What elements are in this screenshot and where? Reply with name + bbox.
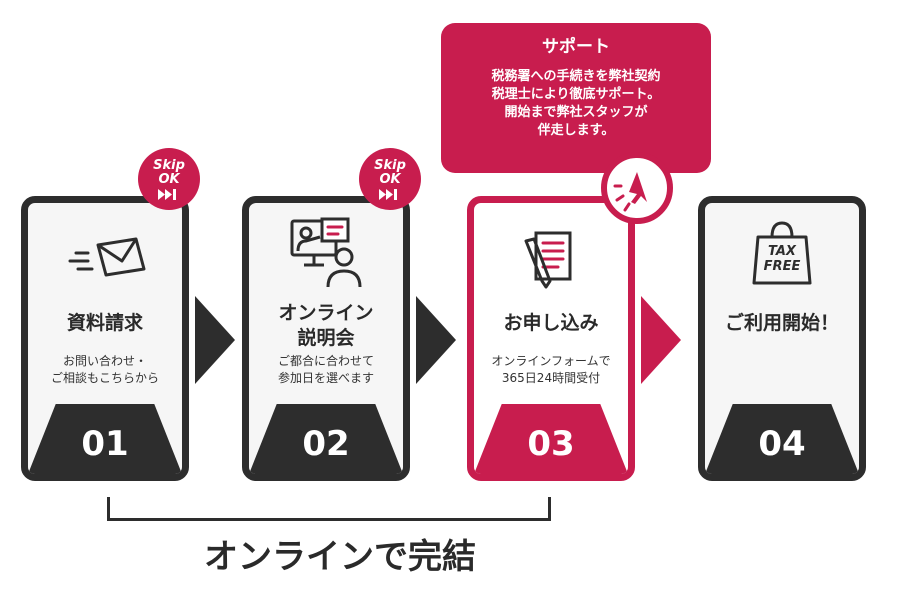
callout-line: 開始まで弊社スタッフが — [504, 105, 648, 120]
step-arrow — [416, 296, 456, 384]
mail-icon — [28, 229, 182, 293]
step-title: ご利用開始！ — [709, 311, 855, 336]
ok-label: OK — [158, 172, 180, 187]
step-title-line: ご利用開始！ — [724, 312, 839, 334]
skip-ok-badge: Skip OK — [138, 148, 200, 210]
step-number: 04 — [758, 424, 806, 464]
step-number-base — [705, 404, 859, 474]
step-desc-line: お問い合わせ・ — [62, 354, 147, 368]
step-arrow — [641, 296, 681, 384]
skip-label: Skip — [374, 158, 406, 173]
online-bracket — [107, 497, 551, 521]
callout-body: 税務署への手続きを弊社契約 税理士により徹底サポート。 開始まで弊社スタッフが … — [441, 68, 711, 140]
step-title-line: 説明会 — [297, 327, 355, 349]
skip-ok-badge: Skip OK — [359, 148, 421, 210]
step-number-base — [28, 404, 182, 474]
step-title-line: お申し込み — [503, 312, 599, 334]
form-pen-icon — [474, 229, 628, 293]
step-title-line: 資料請求 — [66, 312, 143, 334]
cursor-click-icon — [601, 152, 673, 224]
skip-label: Skip — [153, 158, 185, 173]
step-desc: ご都合に合わせて 参加日を選べます — [253, 353, 399, 387]
presentation-icon — [249, 217, 403, 288]
step-number: 01 — [81, 424, 129, 464]
step-desc: オンラインフォームで 365日24時間受付 — [478, 353, 624, 387]
online-complete-label: オンラインで完結 — [204, 537, 476, 577]
callout-title: サポート — [542, 37, 610, 57]
ok-label: OK — [379, 172, 401, 187]
tax-free-bag-icon: TAX FREE — [705, 221, 859, 285]
step-desc-line: 参加日を選べます — [277, 371, 374, 385]
support-callout: サポート 税務署への手続きを弊社契約 税理士により徹底サポート。 開始まで弊社ス… — [441, 23, 711, 173]
step-title: 資料請求 — [32, 311, 178, 336]
step-desc-line: 365日24時間受付 — [501, 371, 601, 385]
step-card-02: オンライン 説明会 ご都合に合わせて 参加日を選べます 02 — [242, 196, 410, 481]
step-desc-line: オンラインフォームで — [491, 354, 611, 368]
step-card-03: お申し込み オンラインフォームで 365日24時間受付 03 — [467, 196, 635, 481]
tax-label: TAX — [768, 244, 796, 259]
step-desc-line: ご都合に合わせて — [277, 354, 374, 368]
step-number: 02 — [302, 424, 350, 464]
step-number-base — [249, 404, 403, 474]
fast-forward-icon — [359, 189, 421, 204]
free-label: FREE — [763, 259, 801, 274]
callout-line: 伴走します。 — [537, 123, 615, 138]
step-card-04: TAX FREE ご利用開始！ 04 — [698, 196, 866, 481]
step-desc: お問い合わせ・ ご相談もこちらから — [32, 353, 178, 387]
step-arrow — [195, 296, 235, 384]
fast-forward-icon — [138, 189, 200, 204]
step-number: 03 — [527, 424, 575, 464]
step-title: お申し込み — [478, 311, 624, 336]
step-title: オンライン 説明会 — [253, 301, 399, 351]
callout-line: 税理士により徹底サポート。 — [491, 87, 661, 102]
step-title-line: オンライン — [278, 302, 374, 324]
step-number-base — [474, 404, 628, 474]
step-card-01: 資料請求 お問い合わせ・ ご相談もこちらから 01 — [21, 196, 189, 481]
step-desc-line: ご相談もこちらから — [50, 371, 159, 385]
callout-line: 税務署への手続きを弊社契約 — [491, 69, 661, 84]
